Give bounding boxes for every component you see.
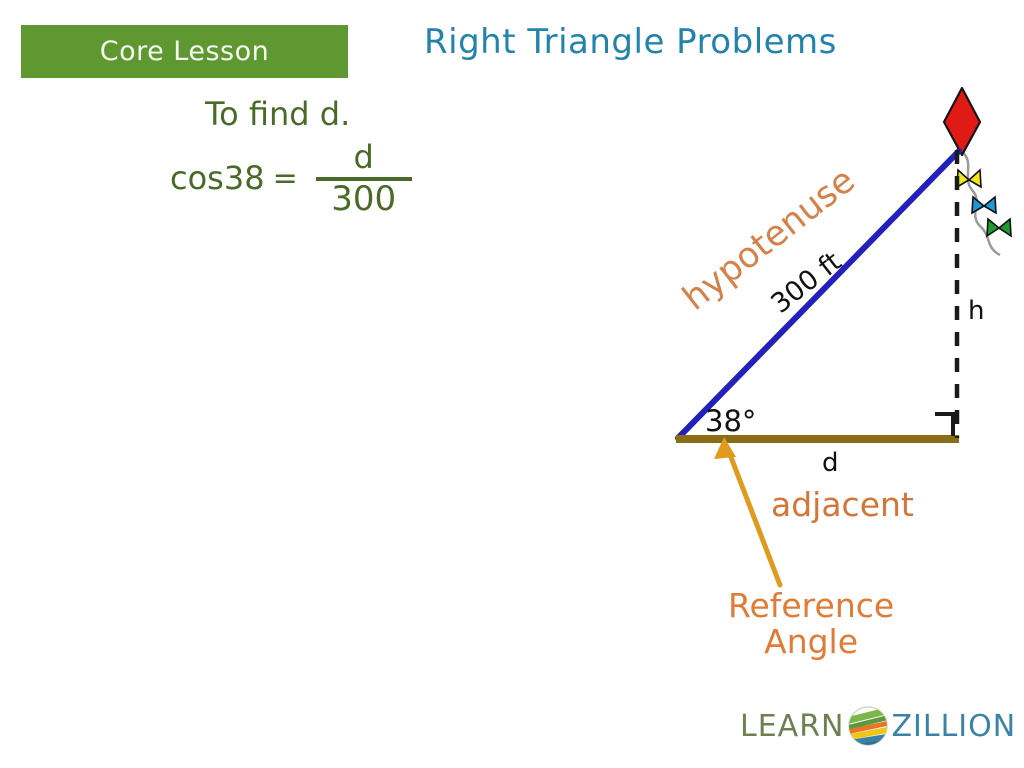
adjacent-length-label: d <box>822 448 839 478</box>
work-block: To find d. cos38 = d 300 <box>170 95 412 217</box>
kite-bow-blue-icon <box>971 195 997 215</box>
brand-zillion-text: ZILLION <box>891 708 1017 744</box>
kite-bow-green-icon <box>986 217 1012 238</box>
hypotenuse-line <box>675 148 962 441</box>
globe-icon <box>848 706 889 746</box>
fraction: d 300 <box>315 138 412 219</box>
page-title: Right Triangle Problems <box>424 22 837 62</box>
work-instruction: To find d. <box>205 95 351 133</box>
kite-bow-yellow-icon <box>956 168 982 189</box>
fraction-bar <box>315 176 412 181</box>
reference-angle-callout-line2: Angle <box>764 621 859 661</box>
reference-angle-pointer-arrow <box>714 437 783 588</box>
reference-angle-callout: Reference Angle <box>728 588 894 659</box>
equation-left-side: cos38 <box>170 159 265 198</box>
reference-angle-measure-label: 38° <box>705 404 757 438</box>
brand-learn-text: LEARN <box>740 708 845 744</box>
core-lesson-badge: Core Lesson <box>21 25 348 78</box>
fraction-numerator: d <box>353 138 374 176</box>
cosine-equation: cos38 = d 300 <box>170 139 412 217</box>
core-lesson-badge-label: Core Lesson <box>99 36 270 67</box>
height-label: h <box>968 296 985 326</box>
fraction-denominator: 300 <box>331 178 397 219</box>
equals-sign: = <box>272 160 298 196</box>
reference-angle-callout-line1: Reference <box>728 586 895 625</box>
kite-icon <box>942 86 982 157</box>
learnzillion-logo: LEARN ZILLION <box>740 704 1016 748</box>
adjacent-side-name-label: adjacent <box>771 485 914 524</box>
right-angle-marker <box>935 412 955 436</box>
